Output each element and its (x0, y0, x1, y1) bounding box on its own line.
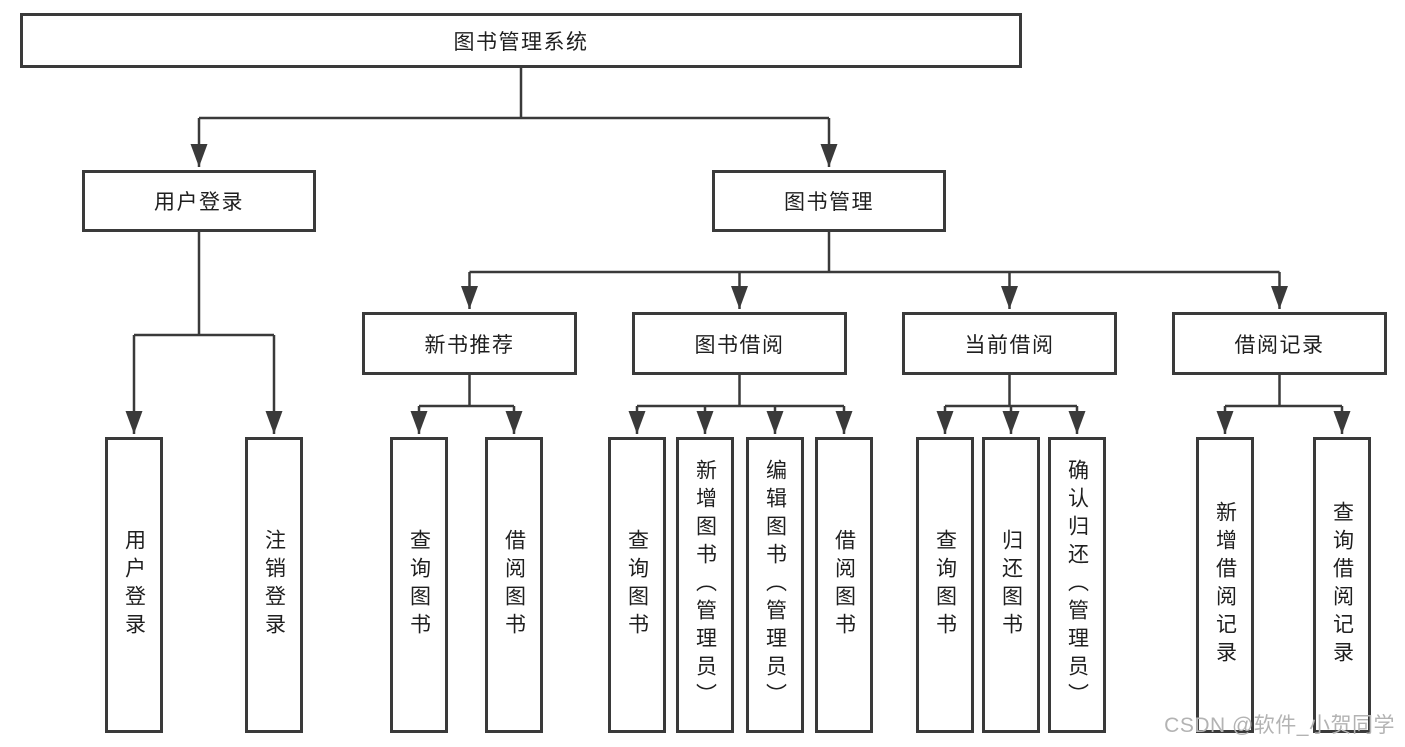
node-label: 查询借阅记录 (1330, 501, 1354, 669)
node-book-management: 图书管理 (712, 170, 946, 232)
leaf-borrow-books: 借阅图书 (815, 437, 873, 733)
leaf-query-books: 查询图书 (608, 437, 666, 733)
node-label: 查询图书 (625, 529, 649, 641)
node-label: 注销登录 (262, 529, 286, 641)
leaf-confirm-return-admin: 确认归还（管理员） (1048, 437, 1106, 733)
node-label: 图书管理 (784, 191, 874, 214)
node-label: 查询图书 (407, 529, 431, 641)
csdn-watermark: CSDN @软件_小贺同学 (1164, 714, 1395, 737)
node-label: 当前借阅 (964, 333, 1055, 357)
node-label: 借阅图书 (832, 529, 856, 641)
leaf-edit-books-admin: 编辑图书（管理员） (746, 437, 804, 733)
leaf-logout: 注销登录 (245, 437, 303, 733)
node-label: 用户登录 (122, 529, 146, 641)
leaf-query-books: 查询图书 (390, 437, 448, 733)
leaf-add-books-admin: 新增图书（管理员） (676, 437, 734, 733)
leaf-return-books: 归还图书 (982, 437, 1040, 733)
node-label: 新增图书（管理员） (693, 459, 717, 711)
node-label: 用户登录 (154, 191, 244, 214)
node-label: 查询图书 (933, 529, 957, 641)
node-current-borrowing: 当前借阅 (902, 312, 1117, 375)
leaf-query-borrow-record: 查询借阅记录 (1313, 437, 1371, 733)
node-label: 新增借阅记录 (1213, 501, 1237, 669)
node-user-login: 用户登录 (82, 170, 316, 232)
leaf-user-login: 用户登录 (105, 437, 163, 733)
node-label: 借阅记录 (1234, 333, 1325, 357)
node-label: 借阅图书 (502, 529, 526, 641)
node-library-system: 图书管理系统 (20, 13, 1022, 68)
node-new-book-recommendation: 新书推荐 (362, 312, 577, 375)
node-label: 归还图书 (999, 529, 1023, 641)
node-label: 确认归还（管理员） (1065, 459, 1089, 711)
leaf-add-borrow-record: 新增借阅记录 (1196, 437, 1254, 733)
node-label: 图书借阅 (694, 333, 785, 357)
leaf-borrow-books: 借阅图书 (485, 437, 543, 733)
node-book-borrowing: 图书借阅 (632, 312, 847, 375)
node-borrowing-records: 借阅记录 (1172, 312, 1387, 375)
node-label: 新书推荐 (424, 333, 515, 357)
node-label: 图书管理系统 (453, 30, 589, 54)
node-label: 编辑图书（管理员） (763, 459, 787, 711)
leaf-query-books: 查询图书 (916, 437, 974, 733)
